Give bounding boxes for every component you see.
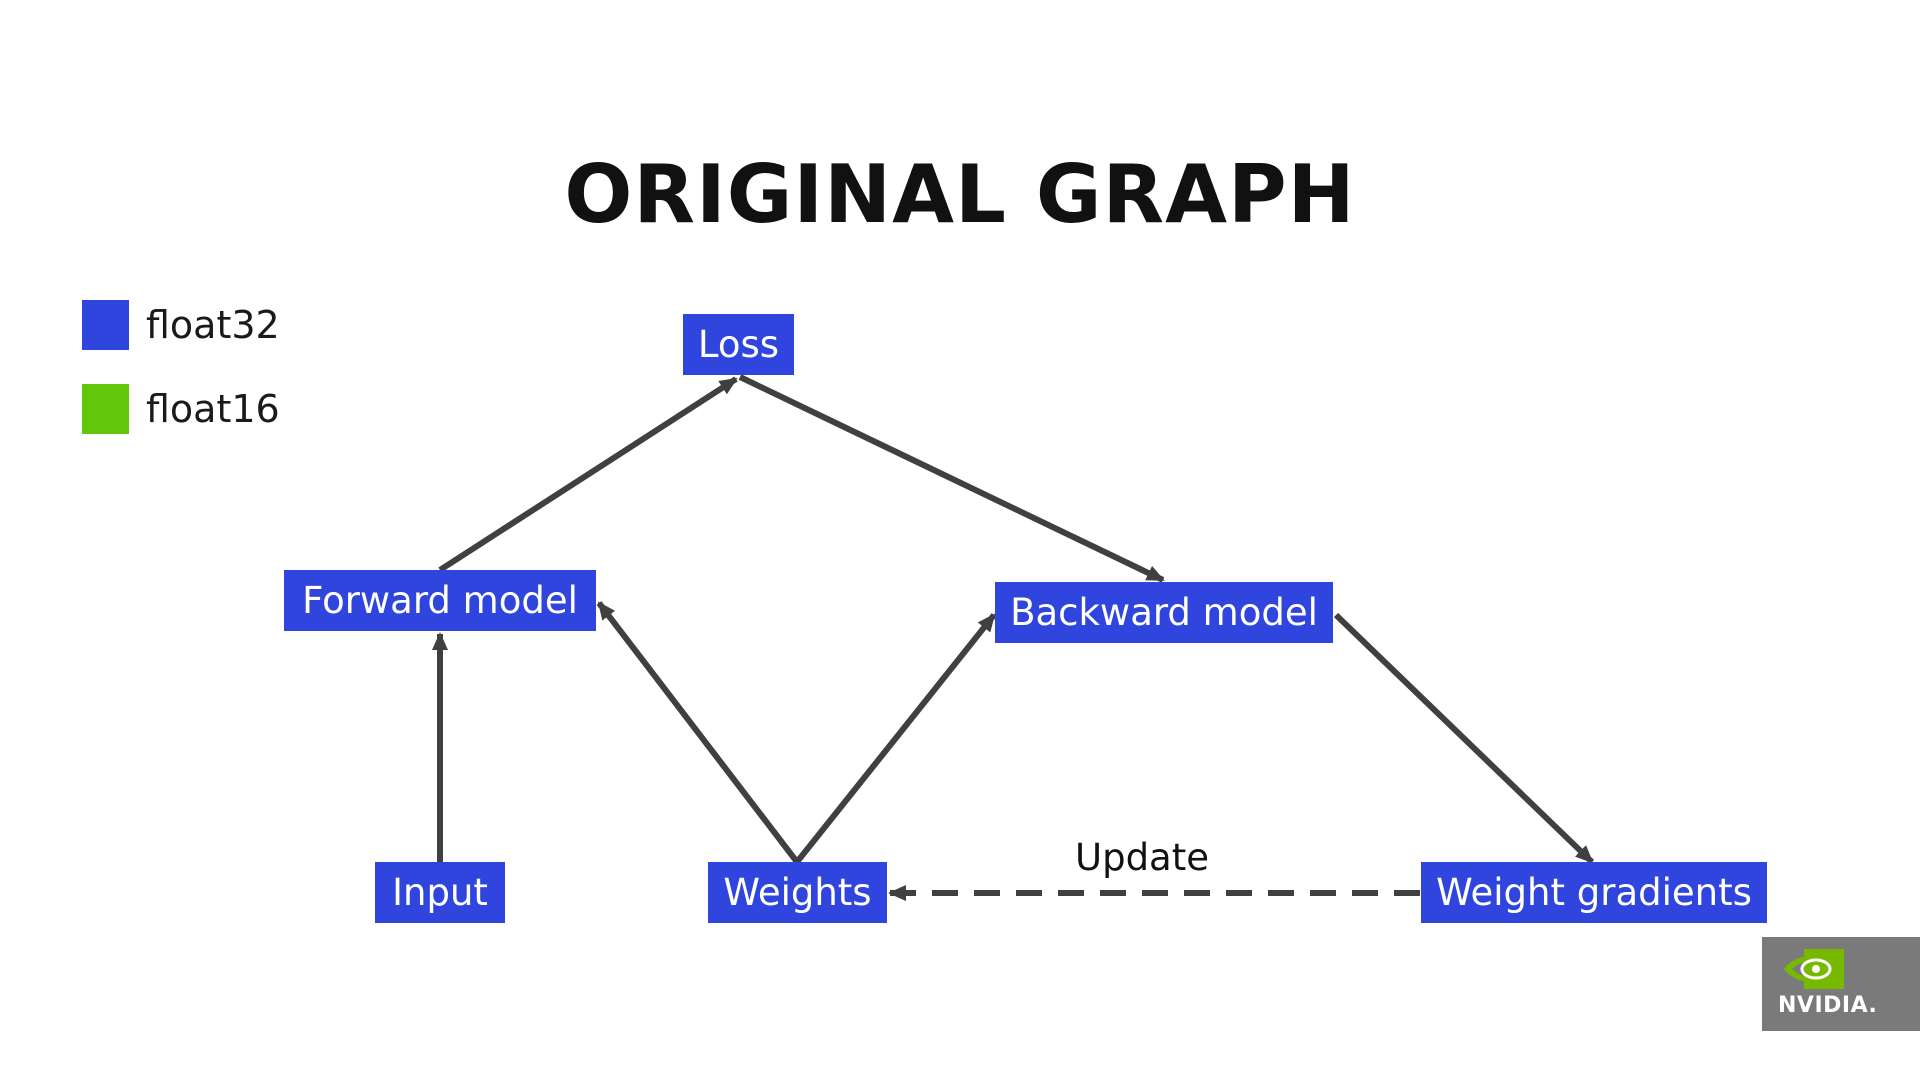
nvidia-logo-text: NVIDIA. <box>1778 993 1878 1018</box>
legend-label-float16: float16 <box>146 387 280 431</box>
node-backward-model: Backward model <box>995 582 1333 643</box>
nvidia-eye-icon <box>1784 949 1844 989</box>
nvidia-logo: NVIDIA. <box>1762 937 1920 1031</box>
edge-label-update: Update <box>1075 836 1209 879</box>
edge-backward-to-gradients <box>1333 612 1595 865</box>
edge-weights-to-backward <box>794 613 997 864</box>
edge-loss-to-backward <box>738 374 1165 583</box>
node-weight-gradients: Weight gradients <box>1421 862 1767 923</box>
page-title: ORIGINAL GRAPH <box>564 148 1356 241</box>
node-forward-model: Forward model <box>284 570 596 631</box>
edge-weights-to-forward <box>596 601 800 864</box>
legend-swatch-float32 <box>82 300 129 350</box>
node-weights: Weights <box>708 862 887 923</box>
node-input: Input <box>375 862 505 923</box>
node-loss: Loss <box>683 314 794 375</box>
legend-label-float32: float32 <box>146 303 280 347</box>
legend-swatch-float16 <box>82 384 129 434</box>
edge-forward-to-loss <box>438 376 738 573</box>
